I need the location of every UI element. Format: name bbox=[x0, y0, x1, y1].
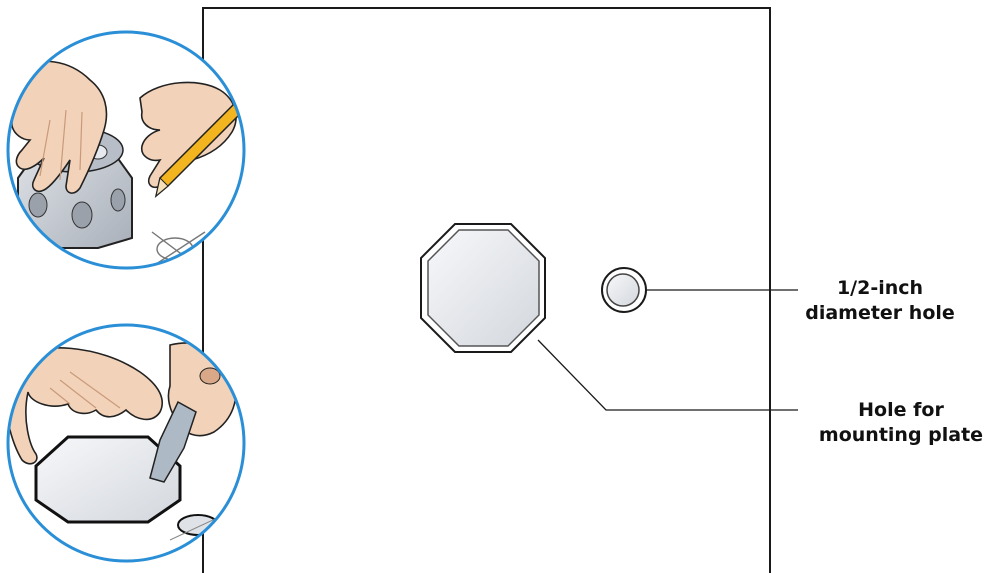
callout-mounting-line2: mounting plate bbox=[818, 424, 984, 446]
inset-cutting-hole bbox=[6, 323, 246, 563]
inset-marking-outline bbox=[6, 30, 246, 270]
cut-octagon-icon bbox=[34, 435, 182, 524]
callout-mounting-line1: Hole for bbox=[858, 399, 944, 421]
mounting-plate-hole bbox=[420, 223, 546, 353]
half-inch-hole bbox=[601, 267, 647, 313]
callout-half-inch-line2: diameter hole bbox=[805, 302, 955, 324]
inset-bottom-border bbox=[6, 323, 246, 563]
hand-icon bbox=[8, 347, 164, 465]
drywall-saw-icon bbox=[149, 400, 197, 483]
hand-icon bbox=[9, 60, 108, 194]
leader-line-mounting bbox=[537, 339, 798, 411]
callout-mounting-plate-hole: Hole for mounting plate bbox=[808, 398, 994, 448]
callout-half-inch-line1: 1/2-inch bbox=[836, 277, 924, 299]
callout-half-inch-hole: 1/2-inch diameter hole bbox=[800, 276, 960, 326]
inset-top-border bbox=[6, 30, 246, 270]
